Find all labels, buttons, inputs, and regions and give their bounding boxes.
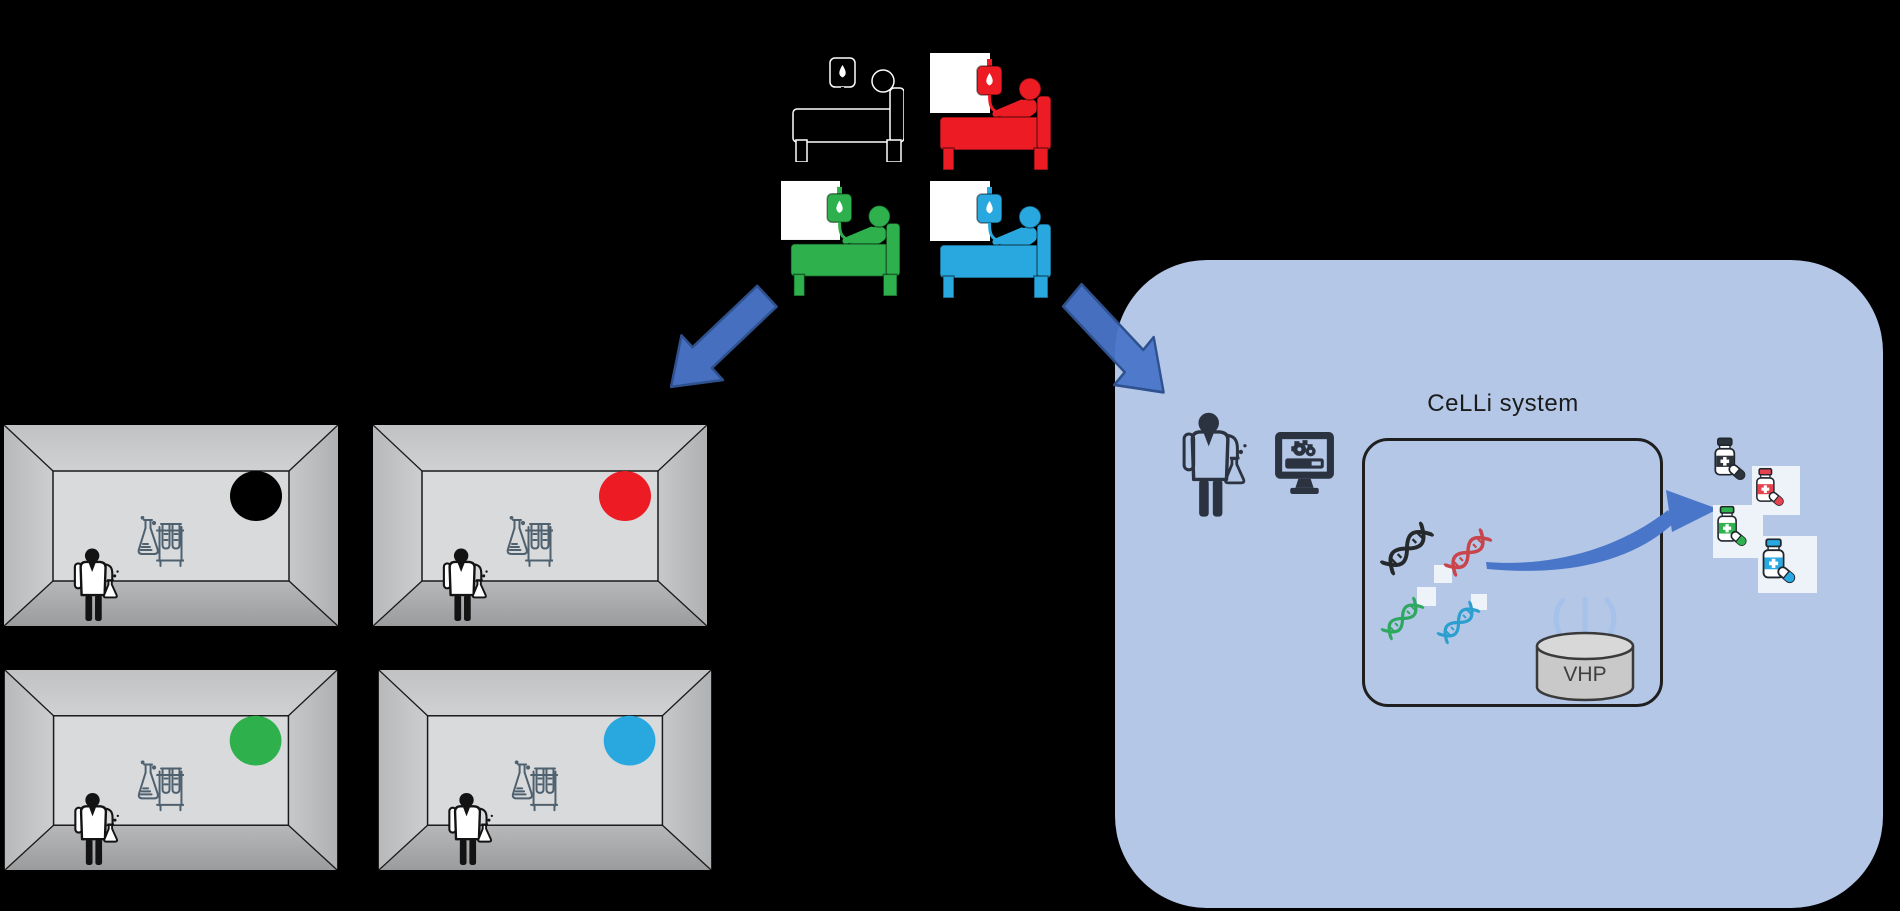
vhp-vaporizer-icon: VHP bbox=[1535, 596, 1635, 702]
analysis-computer-icon bbox=[1275, 432, 1334, 494]
patient-bed-blue-icon bbox=[930, 178, 1051, 298]
sample-chip bbox=[1417, 587, 1436, 606]
sample-chip bbox=[1471, 594, 1487, 610]
scientist-icon bbox=[1180, 412, 1247, 518]
medicine-green-icon bbox=[1714, 504, 1750, 550]
sample-chip bbox=[1434, 565, 1452, 583]
celli-system-title: CeLLi system bbox=[1427, 390, 1579, 417]
patient-bed-green-icon bbox=[780, 178, 901, 296]
isolation-room-red bbox=[371, 423, 709, 628]
isolation-room-black bbox=[2, 423, 340, 628]
medicine-black-icon bbox=[1711, 437, 1749, 483]
arrow-to-celli-icon bbox=[1056, 280, 1178, 400]
arrow-to-rooms-icon bbox=[656, 282, 784, 394]
celli-reactor-box bbox=[1362, 438, 1663, 707]
medicine-blue-icon bbox=[1759, 537, 1799, 587]
celli-system-panel: CeLLi system bbox=[1115, 260, 1883, 908]
medicine-red-icon bbox=[1753, 467, 1787, 509]
patient-bed-red-icon bbox=[930, 50, 1051, 170]
patient-bed-black-icon bbox=[783, 42, 904, 162]
curved-arrow-icon bbox=[1486, 490, 1718, 571]
isolation-room-blue bbox=[376, 668, 714, 872]
isolation-room-green bbox=[2, 668, 340, 872]
vhp-label: VHP bbox=[1563, 663, 1606, 686]
